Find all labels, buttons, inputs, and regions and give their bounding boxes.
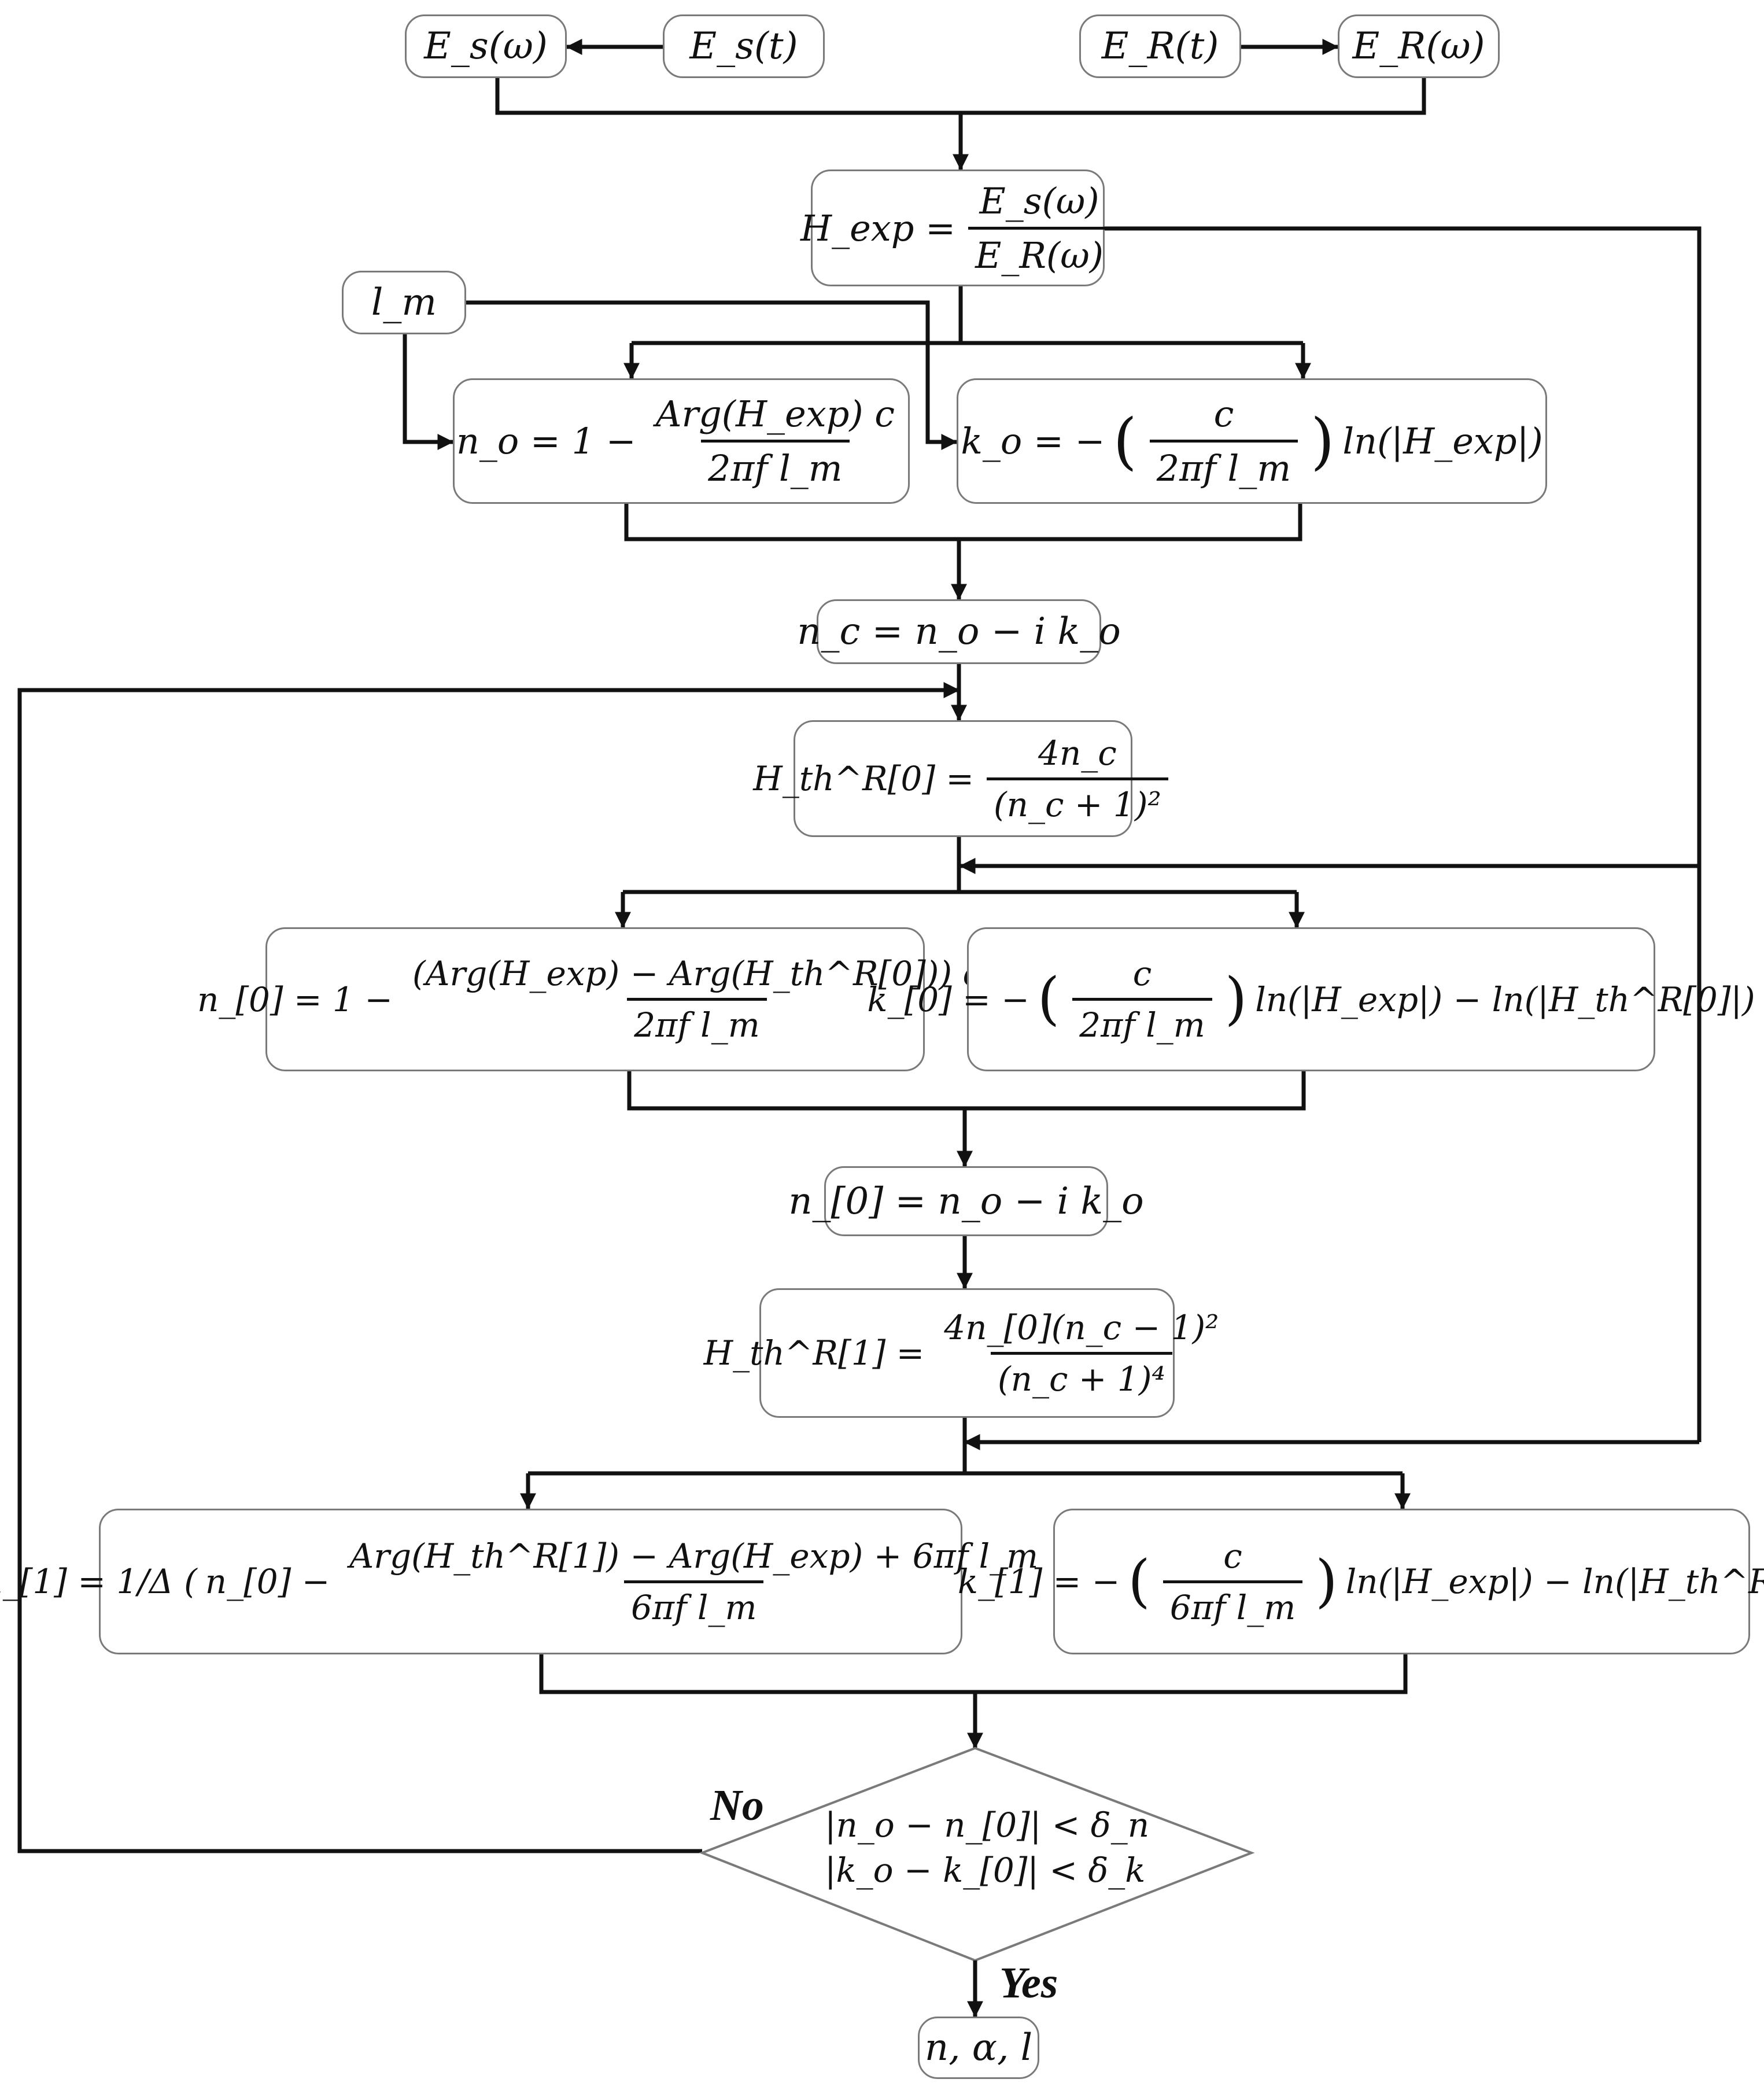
output-label: n, α, l	[924, 2026, 1033, 2069]
k-1-node: k_[1] = − ( c 6πf l_m ) ln(|H_exp|) − ln…	[958, 1509, 1764, 1654]
hth-r1-node: H_th^R[1] = 4n_[0](n_c − 1)² (n_c + 1)⁴	[704, 1288, 1219, 1418]
hexp-numerator: E_s(ω)	[979, 179, 1099, 222]
merge-n1-k1	[539, 1653, 1408, 1694]
loop-no-return	[17, 682, 960, 1853]
n-1-fraction: Arg(H_th^R[1]) − Arg(H_exp) + 6πf l_m 6π…	[342, 1536, 1045, 1627]
hth-r0-fraction: 4n_c (n_c + 1)²	[987, 733, 1168, 824]
arrow-lm-to-k-o	[466, 300, 958, 450]
n-0-denominator: 2πf l_m	[627, 998, 767, 1045]
n-0-node: n_[0] = 1 − (Arg(H_exp) − Arg(H_th^R[0])…	[197, 927, 981, 1071]
hth-r0-lhs: H_th^R[0] =	[753, 759, 974, 798]
hexp-denominator: E_R(ω)	[968, 226, 1110, 277]
n-o-fraction: Arg(H_exp) c 2πf l_m	[649, 393, 902, 489]
hth-r1-lhs: H_th^R[1] =	[703, 1333, 925, 1373]
n-1-denominator: 6πf l_m	[623, 1580, 764, 1627]
k-0-fraction: c 2πf l_m	[1072, 954, 1212, 1045]
k-1-tail: ln(|H_exp|) − ln(|H_th^R[1]|)	[1345, 1562, 1764, 1601]
n-0-lhs: n_[0] = 1 −	[197, 979, 393, 1019]
k-1-denominator: 6πf l_m	[1163, 1580, 1303, 1627]
k-o-fraction: c 2πf l_m	[1149, 393, 1298, 489]
er-omega-label: E_R(ω)	[1352, 25, 1485, 68]
es-t-label: E_s(t)	[689, 25, 798, 68]
n-0-assign-node: n_[0] = n_o − i k_o	[788, 1166, 1144, 1236]
hexp-right-rail	[1105, 226, 1702, 1442]
k-0-node: k_[0] = − ( c 2πf l_m ) ln(|H_exp|) − ln…	[867, 927, 1755, 1071]
output-node: n, α, l	[918, 2017, 1039, 2079]
k-o-node: k_o = − ( c 2πf l_m ) ln(|H_exp|)	[957, 378, 1547, 504]
n-o-node: n_o = 1 − Arg(H_exp) c 2πf l_m	[453, 378, 910, 504]
hth-r0-numerator: 4n_c	[1038, 733, 1117, 773]
lm-label: l_m	[371, 281, 437, 324]
branch-no-label: No	[710, 1781, 764, 1830]
n-1-mid: n_[0] −	[205, 1562, 330, 1601]
n-c-label: n_c = n_o − i k_o	[797, 610, 1121, 653]
decision-condition: |n_o − n_[0]| < δ_n |k_o − k_[0]| < δ_k	[825, 1803, 1150, 1893]
n-0-assign-label: n_[0] = n_o − i k_o	[788, 1179, 1144, 1223]
k-0-tail: ln(|H_exp|) − ln(|H_th^R[0]|)	[1255, 979, 1755, 1019]
k-o-numerator: c	[1213, 393, 1234, 435]
n-c-node: n_c = n_o − i k_o	[797, 599, 1121, 664]
hth-r1-numerator: 4n_[0](n_c − 1)²	[944, 1307, 1219, 1347]
es-t-node: E_s(t)	[663, 14, 825, 78]
k-o-tail: ln(|H_exp|)	[1342, 420, 1543, 462]
hexp-lhs: H_exp =	[800, 207, 956, 249]
decision-diamond	[699, 1746, 1255, 1962]
k-o-denominator: 2πf l_m	[1149, 440, 1298, 489]
hth-r1-fraction: 4n_[0](n_c − 1)² (n_c + 1)⁴	[937, 1308, 1226, 1399]
n-1-node: n_[1] = 1/Δ ( n_[0] − Arg(H_th^R[1]) − A…	[0, 1509, 1080, 1654]
hth-r1-denominator: (n_c + 1)⁴	[990, 1351, 1172, 1399]
hth-r0-denominator: (n_c + 1)²	[987, 777, 1168, 824]
n-o-denominator: 2πf l_m	[701, 440, 850, 489]
n-0-numerator: (Arg(H_exp) − Arg(H_th^R[0])) c	[412, 954, 981, 993]
merge-n0-k0	[627, 1070, 1306, 1111]
n-1-lhs: n_[1] = 1/Δ (	[0, 1562, 197, 1601]
er-t-label: E_R(t)	[1101, 25, 1219, 68]
k-0-denominator: 2πf l_m	[1072, 998, 1212, 1045]
k-0-numerator: c	[1132, 954, 1152, 993]
k-1-fraction: c 6πf l_m	[1163, 1536, 1303, 1627]
merge-top	[495, 77, 1426, 115]
arrow-lm-to-n-o	[403, 333, 454, 450]
er-omega-node: E_R(ω)	[1338, 14, 1500, 78]
n-0-fraction: (Arg(H_exp) − Arg(H_th^R[0])) c 2πf l_m	[405, 954, 988, 1045]
er-t-node: E_R(t)	[1079, 14, 1241, 78]
condition-k: |k_o − k_[0]| < δ_k	[825, 1851, 1146, 1890]
hexp-node: H_exp = E_s(ω) E_R(ω)	[800, 169, 1110, 286]
condition-n: |n_o − n_[0]| < δ_n	[825, 1805, 1150, 1845]
hth-r0-node: H_th^R[0] = 4n_c (n_c + 1)²	[753, 720, 1168, 837]
k-1-numerator: c	[1223, 1536, 1242, 1576]
hexp-fraction: E_s(ω) E_R(ω)	[968, 180, 1110, 277]
n-1-numerator: Arg(H_th^R[1]) − Arg(H_exp) + 6πf l_m	[349, 1536, 1039, 1576]
es-omega-label: E_s(ω)	[424, 25, 548, 68]
merge-n-o-k-o	[624, 503, 1302, 541]
n-o-numerator: Arg(H_exp) c	[655, 393, 895, 435]
branch-yes-label: Yes	[999, 1959, 1058, 2007]
lm-node: l_m	[342, 271, 466, 334]
k-o-lhs: k_o = −	[961, 420, 1105, 462]
k-1-lhs: k_[1] = −	[957, 1562, 1120, 1601]
es-omega-node: E_s(ω)	[405, 14, 567, 78]
k-0-lhs: k_[0] = −	[867, 979, 1029, 1019]
n-o-lhs: n_o = 1 −	[456, 420, 636, 462]
